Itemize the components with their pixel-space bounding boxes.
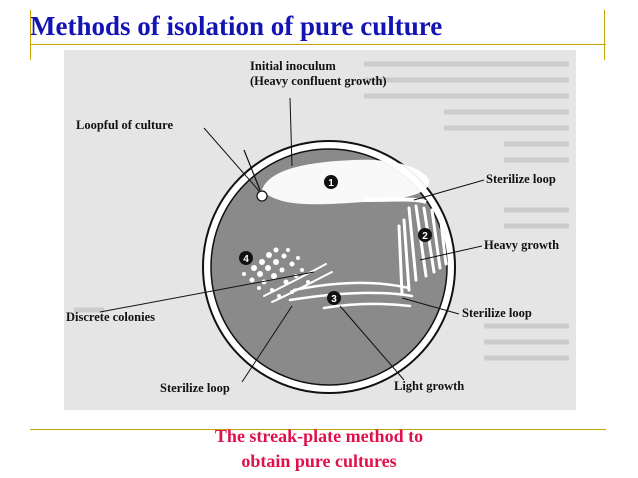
discrete-colonies-dots xyxy=(242,247,310,298)
streak-area-3 xyxy=(288,281,414,310)
slide-title: Methods of isolation of pure culture xyxy=(30,11,443,41)
marker-3-icon: 3 xyxy=(327,291,341,305)
area-4-streaks xyxy=(263,263,333,303)
background-text-lines xyxy=(74,61,569,361)
marker-2-icon: 2 xyxy=(418,228,432,242)
label-sterilize-loop-1: Sterilize loop xyxy=(486,172,556,186)
streak-plate-diagram: 1 2 3 4 xyxy=(74,61,569,394)
marker-3-label: 3 xyxy=(331,294,337,305)
marker-1-label: 1 xyxy=(328,178,334,189)
agar-plate xyxy=(210,148,448,386)
label-sterilize-loop-2: Sterilize loop xyxy=(462,306,532,320)
top-rule xyxy=(30,44,606,45)
streak-plate-figure: 1 2 3 4 Initial inoculum (Heavy conflue xyxy=(64,50,576,410)
initial-inoculum-growth xyxy=(262,159,430,205)
label-light-growth: Light growth xyxy=(394,379,465,393)
caption-line-2: obtain pure cultures xyxy=(241,451,397,472)
label-heavy-growth: Heavy growth xyxy=(484,238,560,252)
label-discrete-colonies: Discrete colonies xyxy=(66,310,155,324)
right-vertical-rule xyxy=(604,10,605,60)
marker-1-icon: 1 xyxy=(324,175,338,189)
bottom-rule xyxy=(30,429,606,430)
leader-lines xyxy=(99,97,485,383)
inoculating-loop xyxy=(243,149,268,202)
label-sterilize-loop-3: Sterilize loop xyxy=(160,381,230,395)
figure-caption: The streak-plate method to obtain pure c… xyxy=(0,424,638,474)
label-initial-inoculum: Initial inoculum (Heavy confluent growth… xyxy=(250,59,387,88)
label-loopful-of-culture: Loopful of culture xyxy=(76,118,173,132)
marker-4-label: 4 xyxy=(243,254,249,265)
marker-4-icon: 4 xyxy=(239,251,253,265)
marker-2-label: 2 xyxy=(422,231,428,242)
left-vertical-rule xyxy=(30,10,31,60)
caption-line-1: The streak-plate method to xyxy=(214,426,424,446)
